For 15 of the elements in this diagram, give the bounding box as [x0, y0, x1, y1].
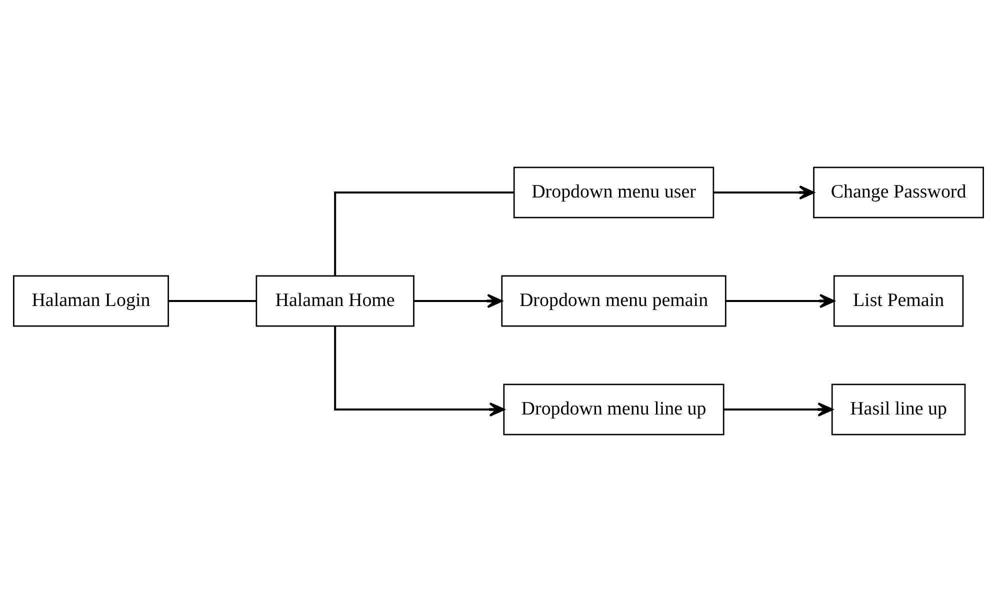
arrow — [414, 294, 502, 308]
node-box: Dropdown menu line up — [503, 384, 724, 436]
arrow — [714, 185, 814, 200]
node-box: Change Password — [813, 166, 984, 218]
node-box: Dropdown menu pemain — [501, 275, 726, 327]
node-box: List Pemain — [833, 275, 964, 327]
connector — [168, 300, 256, 302]
node-box: Halaman Home — [256, 275, 414, 327]
node-box: Hasil line up — [831, 384, 966, 436]
arrow — [726, 294, 835, 308]
arrow — [334, 326, 505, 417]
node-box: Halaman Login — [13, 275, 169, 327]
arrow — [724, 402, 833, 417]
connector — [334, 192, 514, 276]
node-box: Dropdown menu user — [513, 166, 714, 218]
